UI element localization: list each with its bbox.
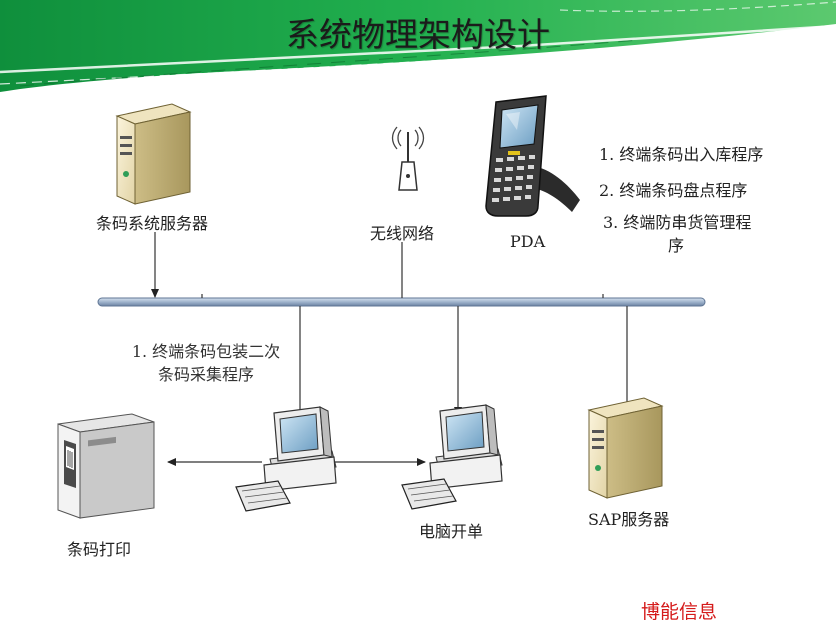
packing-program-line: 1. 终端条码包装二次	[131, 342, 281, 361]
desktop-computer-icon	[235, 406, 337, 512]
antenna-icon	[391, 126, 425, 191]
server-icon	[587, 397, 664, 499]
desktop-computer-icon	[401, 404, 503, 510]
barcode-printer-label: 条码打印	[67, 540, 132, 559]
barcode-server-label: 条码系统服务器	[96, 214, 209, 233]
sap-server-label: SAP服务器	[588, 510, 670, 529]
pda-program-item: 2. 终端条码盘点程序	[599, 181, 748, 200]
connections	[151, 232, 631, 466]
packing-program-line: 条码采集程序	[157, 365, 254, 385]
server-icon	[115, 103, 192, 205]
pda-program-item: 3. 终端防串货管理程	[603, 213, 752, 232]
packing-program-note: 1. 终端条码包装二次 条码采集程序	[116, 340, 296, 386]
pda-program-item: 1. 终端条码出入库程序	[599, 145, 764, 164]
page-title: 系统物理架构设计	[286, 15, 550, 54]
brand-name: 博能信息	[641, 601, 718, 623]
wireless-network-label: 无线网络	[370, 224, 435, 243]
order-pc-label: 电脑开单	[419, 522, 484, 541]
barcode-printer-icon	[57, 413, 155, 519]
pda-label: PDA	[510, 232, 546, 251]
pda-program-item: 序	[668, 236, 685, 255]
network-bus	[97, 297, 706, 307]
handheld-scanner-icon	[485, 95, 580, 217]
header-banner	[0, 0, 836, 92]
